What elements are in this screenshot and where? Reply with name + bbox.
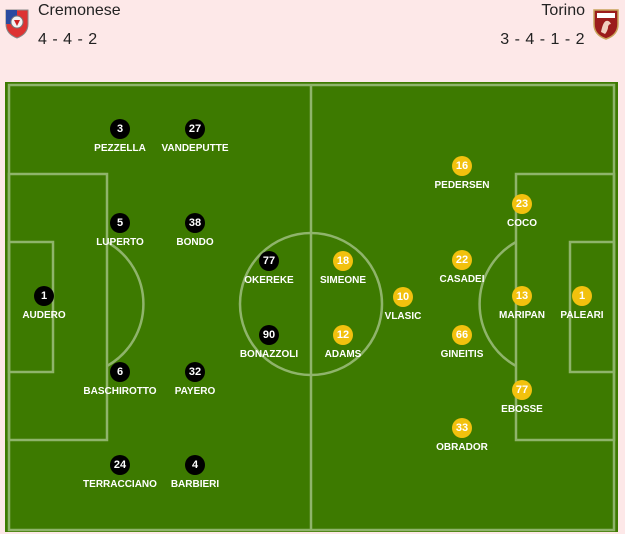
player-number: 1 — [572, 286, 592, 306]
player-name: BASCHIROTTO — [83, 386, 157, 397]
player-number: 22 — [452, 250, 472, 270]
player-number: 33 — [452, 418, 472, 438]
player-name: BONDO — [176, 237, 214, 248]
player-name: OBRADOR — [436, 442, 488, 453]
player-number: 6 — [110, 362, 130, 382]
player-name: SIMEONE — [319, 275, 367, 286]
player-number: 18 — [333, 251, 353, 271]
player-number: 77 — [512, 380, 532, 400]
player-number: 12 — [333, 325, 353, 345]
player-name: GINEITIS — [440, 349, 484, 360]
player-name: PALEARI — [560, 310, 604, 321]
player-number: 1 — [34, 286, 54, 306]
player-number: 23 — [512, 194, 532, 214]
player-name: BARBIERI — [170, 479, 220, 490]
home-formation: 4 - 4 - 2 — [38, 31, 98, 48]
player-name: PEDERSEN — [434, 180, 490, 191]
player-number: 3 — [110, 119, 130, 139]
home-crest-icon — [2, 6, 32, 40]
player-name: TERRACCIANO — [83, 479, 157, 490]
away-crest-icon — [591, 6, 621, 40]
player-number: 16 — [452, 156, 472, 176]
player-name: CASADEI — [439, 274, 485, 285]
player-name: MARIPAN — [499, 310, 545, 321]
player-number: 77 — [259, 251, 279, 271]
player-number: 5 — [110, 213, 130, 233]
player-number: 4 — [185, 455, 205, 475]
player-name: ADAMS — [324, 349, 362, 360]
player-name: EBOSSE — [501, 404, 543, 415]
player-name: VLASIC — [384, 311, 422, 322]
player-name: BONAZZOLI — [239, 349, 299, 360]
home-team-name: Cremonese — [38, 2, 121, 19]
player-number: 66 — [452, 325, 472, 345]
player-number: 38 — [185, 213, 205, 233]
player-name: PEZZELLA — [94, 143, 146, 154]
away-formation: 3 - 4 - 1 - 2 — [500, 31, 585, 48]
player-number: 90 — [259, 325, 279, 345]
player-name: VANDEPUTTE — [161, 143, 229, 154]
player-number: 13 — [512, 286, 532, 306]
player-number: 24 — [110, 455, 130, 475]
player-name: COCO — [507, 218, 537, 229]
player-name: AUDERO — [22, 310, 66, 321]
player-number: 32 — [185, 362, 205, 382]
player-name: OKEREKE — [244, 275, 294, 286]
player-name: PAYERO — [174, 386, 216, 397]
player-name: LUPERTO — [96, 237, 144, 248]
pitch: 1 AUDERO 3 PEZZELLA 5 LUPERTO 6 BASCHIRO… — [5, 82, 618, 532]
pitch-markings — [7, 83, 616, 532]
away-team-name: Torino — [541, 2, 585, 19]
player-number: 10 — [393, 287, 413, 307]
player-number: 27 — [185, 119, 205, 139]
